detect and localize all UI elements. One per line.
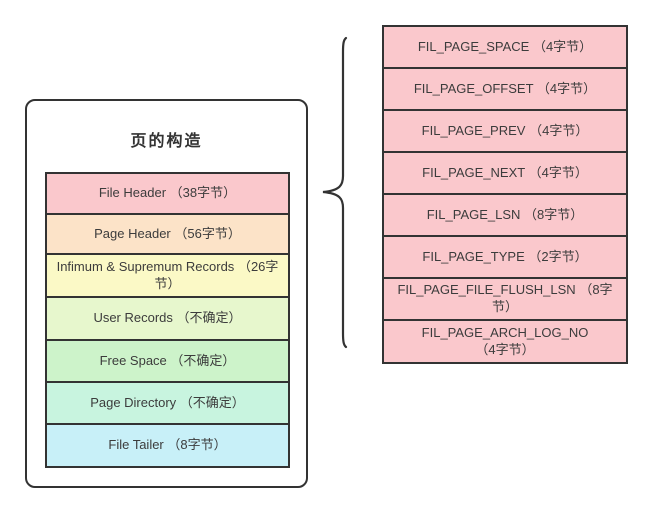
right-row-fil-page-space: FIL_PAGE_SPACE （4字节） <box>384 27 626 69</box>
row-label: FIL_PAGE_PREV （4字节） <box>421 122 589 138</box>
row-label: FIL_PAGE_ARCH_LOG_NO （4字节） <box>421 324 589 357</box>
left-row-free-space: Free Space （不确定） <box>47 341 288 383</box>
row-label: FIL_PAGE_OFFSET （4字节） <box>413 80 597 96</box>
left-row-file-header: File Header （38字节） <box>47 174 288 215</box>
row-label: File Header （38字节） <box>98 185 237 201</box>
row-label: FIL_PAGE_FILE_FLUSH_LSN （8字节） <box>397 282 613 314</box>
right-row-fil-page-arch-log-no: FIL_PAGE_ARCH_LOG_NO （4字节） <box>384 321 626 362</box>
left-row-page-directory: Page Directory （不确定） <box>47 383 288 425</box>
row-label: Infimum & Supremum Records （26字节） <box>56 258 279 291</box>
row-label: FIL_PAGE_SPACE （4字节） <box>417 38 593 54</box>
right-row-fil-page-prev: FIL_PAGE_PREV （4字节） <box>384 111 626 153</box>
right-row-fil-page-file-flush-lsn: FIL_PAGE_FILE_FLUSH_LSN （8字节） <box>384 279 626 321</box>
left-curly-brace-icon <box>322 36 348 349</box>
row-label: FIL_PAGE_NEXT （4字节） <box>422 164 588 180</box>
row-label: FIL_PAGE_LSN （8字节） <box>426 206 584 222</box>
left-row-file-tailer: File Tailer （8字节） <box>47 425 288 466</box>
page-structure-stack: File Header （38字节） Page Header （56字节） In… <box>45 172 290 468</box>
panel-title: 页的构造 <box>130 133 203 150</box>
right-row-fil-page-next: FIL_PAGE_NEXT （4字节） <box>384 153 626 195</box>
row-label: File Tailer （8字节） <box>108 437 227 453</box>
right-row-fil-page-type: FIL_PAGE_TYPE （2字节） <box>384 237 626 279</box>
row-label: Page Header （56字节） <box>94 225 241 241</box>
left-row-user-records: User Records （不确定） <box>47 298 288 341</box>
row-label: User Records （不确定） <box>93 310 242 326</box>
left-row-page-header: Page Header （56字节） <box>47 215 288 255</box>
row-label: FIL_PAGE_TYPE （2字节） <box>422 248 588 264</box>
right-row-fil-page-offset: FIL_PAGE_OFFSET （4字节） <box>384 69 626 111</box>
left-row-infimum-supremum-records: Infimum & Supremum Records （26字节） <box>47 255 288 298</box>
file-header-expansion-brace <box>322 36 348 349</box>
right-row-fil-page-lsn: FIL_PAGE_LSN （8字节） <box>384 195 626 237</box>
row-label: Page Directory （不确定） <box>90 394 245 410</box>
file-header-fields-stack: FIL_PAGE_SPACE （4字节） FIL_PAGE_OFFSET （4字… <box>382 25 628 364</box>
row-label: Free Space （不确定） <box>99 352 236 368</box>
